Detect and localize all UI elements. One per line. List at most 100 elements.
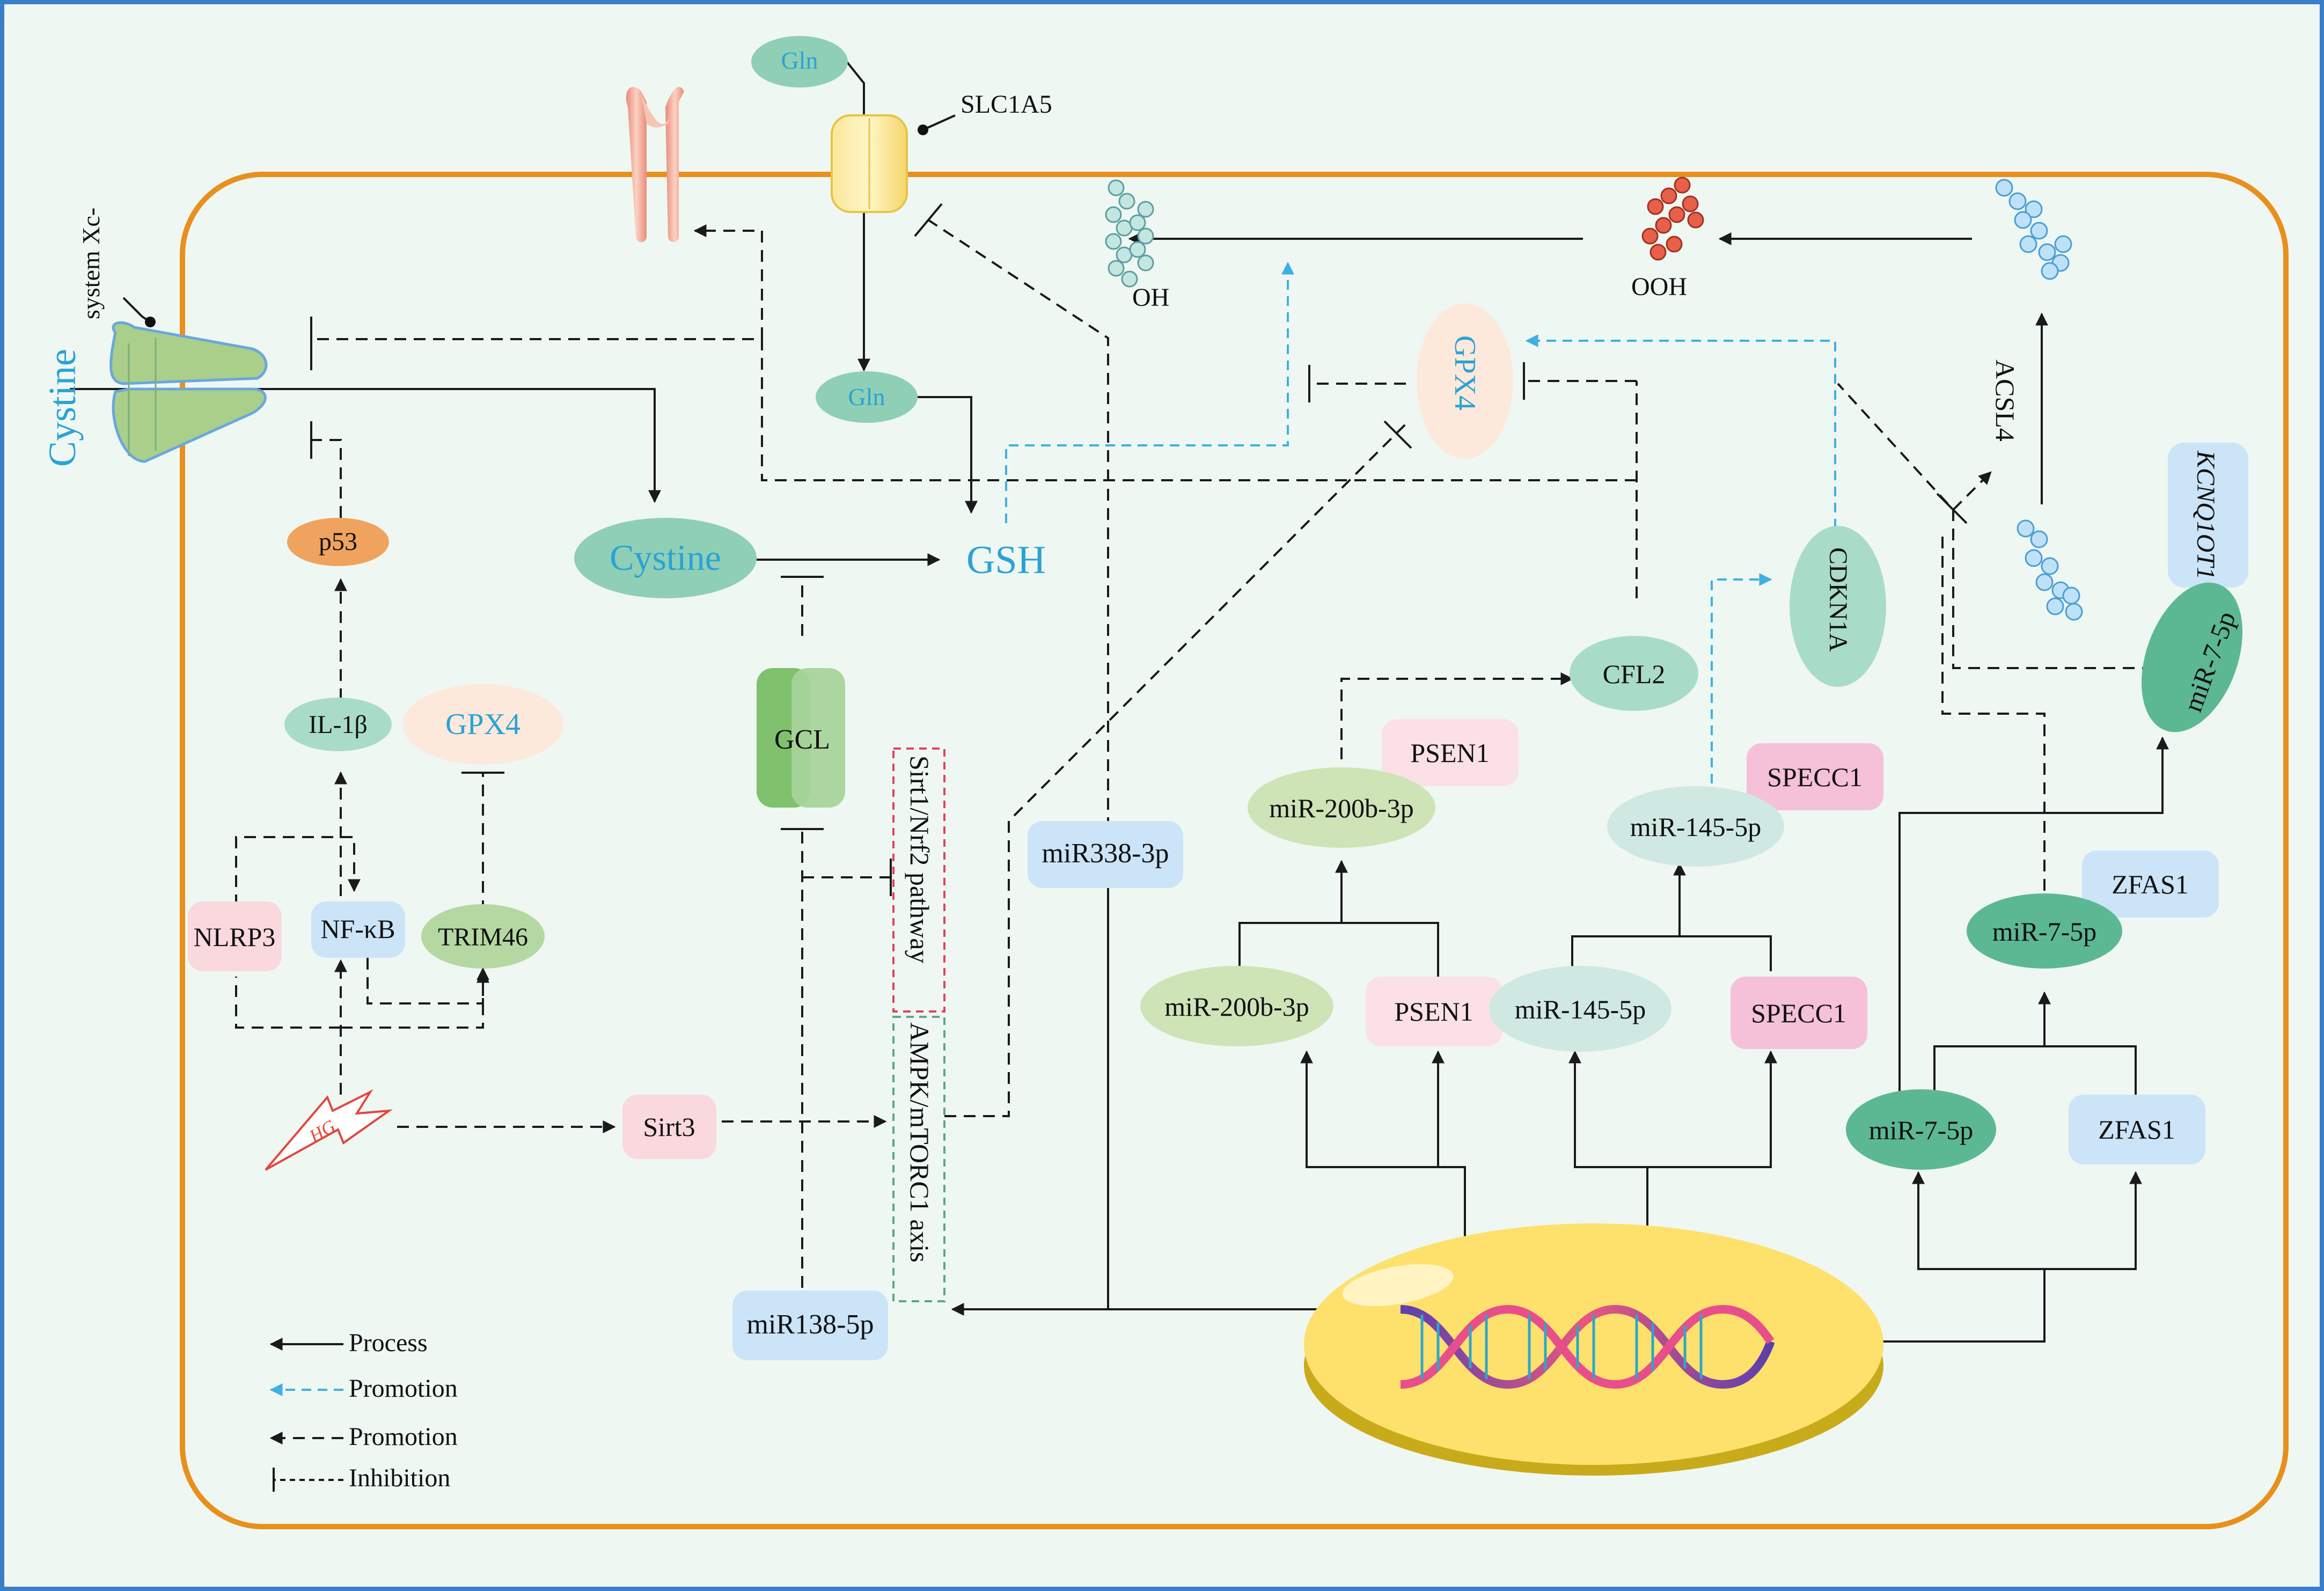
nlrp3-label: NLRP3	[194, 922, 276, 952]
gln-uptake-line	[841, 55, 870, 372]
lipid-oh-chain	[1105, 179, 1154, 288]
mir7-bottom-to-top-line	[1898, 736, 2169, 1113]
group2-bracket	[1571, 935, 1772, 971]
ooh-label: OOH	[1631, 273, 1687, 301]
p53-node	[287, 518, 389, 566]
ampk-label: AMPK/mTORC1 axis	[905, 1022, 935, 1263]
il1b-label: IL-1β	[309, 710, 368, 739]
specc1-top-label: SPECC1	[1767, 762, 1863, 792]
ampk-gpx4-bar	[1383, 420, 1412, 449]
mir200-bottom-node	[1140, 966, 1333, 1046]
zfas1-mid-node	[2082, 851, 2219, 918]
kcnq1ot1-label: KCNQ1OT1	[2191, 450, 2220, 580]
hg-lightning-icon	[265, 1089, 393, 1171]
specc1-bottom-node	[1731, 977, 1867, 1049]
nfkb-node	[311, 901, 405, 958]
slc1a5-label: SLC1A5	[961, 90, 1052, 119]
pufa-chain-top	[1995, 179, 2072, 280]
kcnq1ot1-node	[2168, 443, 2248, 588]
p53-label: p53	[319, 527, 357, 556]
legend: Process Promotion Promotion Inhibition	[269, 1329, 458, 1492]
zfas1-bottom-label: ZFAS1	[2098, 1115, 2175, 1145]
slc1a5-pointer	[922, 114, 956, 131]
cdkn1a-node	[1790, 526, 1886, 687]
mir200-top-label: miR-200b-3p	[1269, 793, 1413, 823]
psen1-top-label: PSEN1	[1410, 738, 1489, 768]
system-xc-label: system Xc-	[77, 208, 105, 319]
gln-mid-label: Gln	[848, 383, 885, 410]
mir138-node	[732, 1291, 888, 1360]
gln-mid-node	[816, 371, 918, 423]
gln-top-node	[751, 36, 848, 87]
mir7-top-node	[2141, 582, 2243, 732]
nlrp3-to-nfkb-line	[235, 836, 361, 926]
trim46-label: TRIM46	[438, 923, 528, 951]
gcl-label: GCL	[774, 724, 830, 755]
mir7-bottom-label: miR-7-5p	[1869, 1115, 1973, 1145]
mir338-node	[1028, 821, 1183, 888]
cdkn1a-label: CDKN1A	[1824, 547, 1852, 652]
mir200-top-node	[1248, 767, 1435, 848]
gln-to-gsh-line	[918, 396, 978, 514]
ampk-to-gpx4-line	[944, 423, 1407, 1117]
legend-inhibition-label: Inhibition	[349, 1464, 450, 1492]
cdkn1a-to-gpx4-promotion	[1525, 334, 1836, 529]
sirt1-nrf2-label: Sirt1/Nrf2 pathway	[905, 756, 935, 963]
legend-promotion-black-label: Promotion	[349, 1423, 458, 1451]
mir7-mid-label: miR-7-5p	[1992, 917, 2096, 947]
nfkb-label: NF-κB	[320, 914, 395, 944]
zfas1-bottom-node	[2069, 1095, 2205, 1164]
hg-to-nlrp3-trim46-line	[235, 971, 483, 1029]
gpx4-top-node	[1417, 303, 1513, 459]
mir138-label: miR138-5p	[747, 1309, 874, 1340]
sirt3-label: Sirt3	[643, 1112, 695, 1142]
gln-top-label: Gln	[781, 47, 818, 74]
mir145-bottom-label: miR-145-5p	[1515, 994, 1646, 1024]
slc1a5-pointer-dot	[918, 124, 928, 135]
group1-bracket	[1238, 922, 1439, 977]
zfas1-mid-label: ZFAS1	[2112, 869, 2189, 899]
cfl2-node	[1570, 636, 1698, 711]
group3-bracket	[1933, 1045, 2137, 1111]
mir200-to-cfl2-line	[1340, 672, 1574, 759]
membrane-receptor	[626, 86, 684, 243]
legend-promotion-blue-label: Promotion	[349, 1374, 458, 1403]
gsh-to-gpx4-promotion	[1005, 261, 1294, 523]
trim46-node	[421, 904, 545, 969]
cell-membrane	[180, 172, 2289, 1529]
mir338-inhibit-slc1a5-line	[927, 219, 1109, 829]
psen1-top-node	[1382, 719, 1519, 786]
legend-process-label: Process	[349, 1329, 428, 1357]
acsl4-inhibit-bar	[1936, 493, 1968, 524]
gpx4-left-node	[402, 684, 563, 765]
acsl4-label: ACSL4	[1990, 360, 2020, 442]
cfl2-inhibit-xc-line	[311, 338, 1638, 598]
p53-inhibit-xc-line	[311, 439, 342, 518]
gpx4-left-label: GPX4	[445, 708, 520, 741]
mir338-slc-bar	[914, 203, 943, 237]
group1-right-arrow	[1307, 1050, 1445, 1168]
cystine-side-label: Cystine	[41, 349, 84, 467]
cfl2-label: CFL2	[1603, 659, 1666, 689]
psen1-bottom-label: PSEN1	[1394, 996, 1473, 1027]
oh-label: OH	[1132, 283, 1169, 312]
mir7-mid-dashed-line	[1941, 537, 2046, 891]
lipid-ooh-chain	[1641, 177, 1704, 261]
ampk-box	[892, 1016, 945, 1302]
mir145-top-label: miR-145-5p	[1630, 812, 1761, 842]
nlrp3-node	[188, 901, 282, 971]
cystine-center-node	[574, 518, 757, 598]
psen1-bottom-node	[1366, 977, 1502, 1046]
sirt1-nrf2-box	[892, 747, 945, 1013]
mir7-bottom-node	[1846, 1089, 1996, 1170]
systemxc-pointer-dot	[145, 317, 156, 327]
mir7-to-acsl4-line	[1837, 383, 2173, 669]
receptor-dashed-arrow	[693, 224, 763, 339]
mir145-top-node	[1607, 786, 1784, 867]
gsh-label: GSH	[966, 538, 1046, 582]
mir145-to-cdkn1a-promotion	[1711, 573, 1772, 783]
mir145-bottom-node	[1489, 966, 1671, 1052]
gcl-enzyme	[757, 668, 845, 808]
cystine-center-label: Cystine	[610, 537, 721, 578]
